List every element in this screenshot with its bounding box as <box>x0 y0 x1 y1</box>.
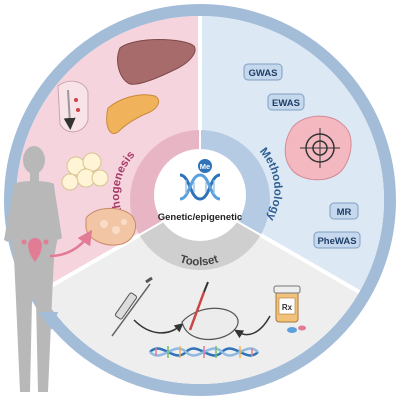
toolset-sector <box>40 200 360 384</box>
svg-text:MR: MR <box>337 207 352 218</box>
svg-text:PheWAS: PheWAS <box>317 236 356 247</box>
adipocytes-icon <box>61 152 109 191</box>
svg-text:Rx: Rx <box>282 303 293 312</box>
human-silhouette-icon <box>4 146 62 392</box>
center-disc <box>154 149 246 241</box>
center-label: Genetic/epigenetic <box>158 212 242 223</box>
dna-strand-icon <box>149 346 259 358</box>
uterus-icon <box>21 238 49 262</box>
cycle-arrow <box>38 312 58 330</box>
pancreas-icon <box>106 94 160 134</box>
methyl-badge <box>198 159 212 173</box>
toolset-label: Toolset <box>178 253 219 268</box>
ewas-badge: EWAS <box>267 93 305 111</box>
hand-with-pipette-icon <box>181 281 239 341</box>
gwas-badge: GWAS <box>243 63 283 81</box>
target-tissue-icon <box>284 115 352 181</box>
mr-badge: MR <box>329 202 359 220</box>
arrow-bottle-to-hand <box>234 315 271 339</box>
arrow-syringe-to-hand <box>133 319 184 334</box>
svg-text:EWAS: EWAS <box>272 98 300 109</box>
outer-ring <box>4 4 396 396</box>
liver-icon <box>117 39 196 85</box>
syringe-icon <box>111 276 153 337</box>
svg-text:GWAS: GWAS <box>248 68 277 79</box>
methyl-badge-label: Me <box>200 162 210 171</box>
phewas-badge: PheWAS <box>313 231 361 249</box>
blood-vessel-icon <box>57 80 89 133</box>
dna-double-helix-icon <box>179 173 221 201</box>
adipose-tissue-icon <box>85 208 137 246</box>
pill-bottle-icon: Rx <box>273 285 306 333</box>
arrow-body-to-tissue <box>49 229 93 258</box>
